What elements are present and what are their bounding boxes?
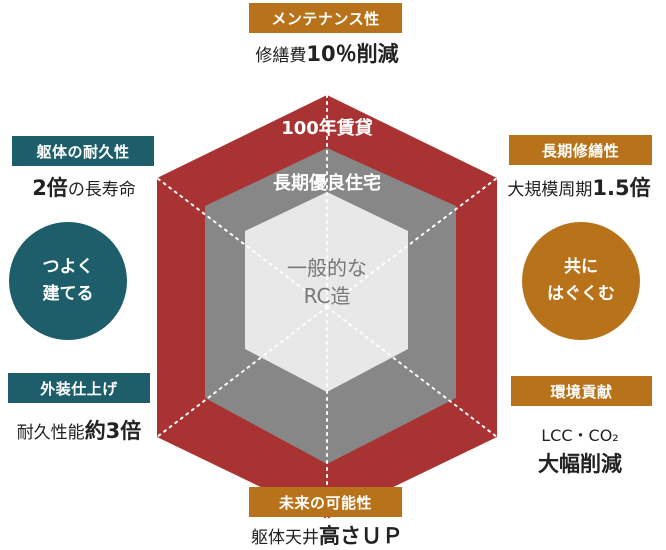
circle-nurture-together-line1: 共に <box>564 256 598 277</box>
center-line-1: 一般的な <box>287 256 367 280</box>
environment-text-2: 大幅削減 <box>538 452 622 476</box>
circle-build-strong: つよく 建てる <box>9 222 127 340</box>
maintenance-text: 修繕費10％削減 <box>227 38 427 68</box>
exterior-finish-text-pre: 耐久性能 <box>16 423 85 443</box>
structure-durability-text-bold: 2倍 <box>32 176 68 200</box>
environment-text-1: LCC・CO₂ <box>541 426 619 445</box>
long-term-repair-text: 大規模周期1.5倍 <box>493 172 665 202</box>
label-maintenance: メンテナンス性 <box>249 3 402 33</box>
ring-middle-label: 長期優良住宅 <box>273 173 381 194</box>
exterior-finish-text: 耐久性能約3倍 <box>0 415 158 445</box>
circle-nurture-together: 共に はぐくむ <box>522 222 640 340</box>
structure-durability-text: 2倍の長寿命 <box>4 172 164 202</box>
label-structure-durability: 躯体の耐久性 <box>12 136 154 166</box>
maintenance-text-pre: 修繕費 <box>255 46 307 66</box>
label-future-possibility: 未来の可能性 <box>249 487 402 517</box>
label-environment: 環境貢献 <box>511 376 652 406</box>
maintenance-text-bold: 10％削減 <box>306 42 399 66</box>
center-line-2: RC造 <box>303 284 351 308</box>
circle-build-strong-line2: 建てる <box>42 284 94 304</box>
label-exterior-finish: 外装仕上げ <box>8 373 150 403</box>
radial-dotted-lines <box>156 94 498 520</box>
circle-build-strong-line1: つよく <box>42 256 94 277</box>
future-possibility-text-pre: 躯体天井 <box>251 528 319 548</box>
exterior-finish-text-bold: 約3倍 <box>84 419 142 443</box>
future-possibility-text: 躯体天井高さＵＰ <box>212 520 442 550</box>
circle-nurture-together-line2: はぐくむ <box>547 284 615 304</box>
long-term-repair-text-pre: 大規模周期 <box>507 180 593 200</box>
structure-durability-text-post: の長寿命 <box>67 180 136 200</box>
ring-outer-label: 100年賃貸 <box>281 118 373 139</box>
label-long-term-repair: 長期修繕性 <box>509 135 652 165</box>
long-term-repair-text-bold: 1.5倍 <box>592 176 651 200</box>
future-possibility-text-bold: 高さＵＰ <box>319 524 403 548</box>
